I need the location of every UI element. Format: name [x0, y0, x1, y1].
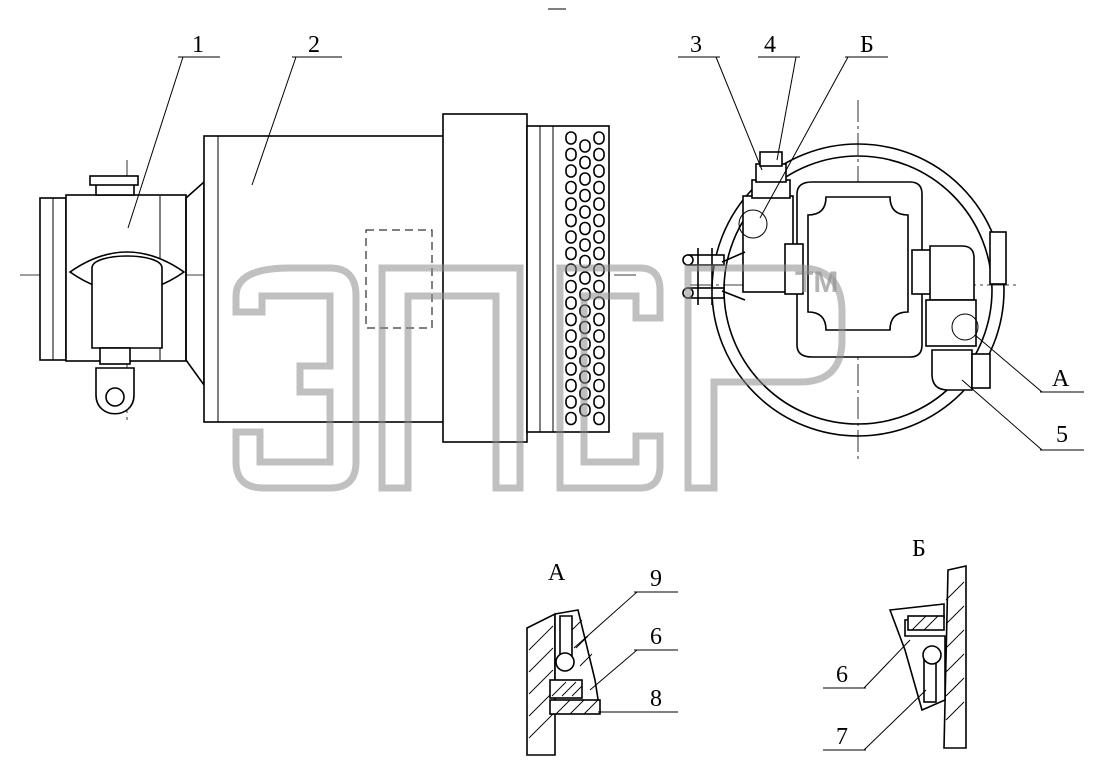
valve-housing [39, 175, 205, 415]
intake-slot [593, 164, 605, 178]
intake-slot [565, 230, 577, 244]
intake-slot [579, 139, 591, 153]
intake-slot [593, 180, 605, 195]
intake-slot [565, 395, 577, 409]
intake-slot [565, 246, 577, 261]
intake-slot [565, 279, 577, 294]
intake-slot [565, 131, 577, 145]
callout-6-b: 6 [836, 662, 848, 688]
intake-slot [565, 213, 577, 228]
intake-slot [593, 213, 605, 228]
callout-5: 5 [1056, 422, 1068, 448]
intake-slot [565, 180, 577, 195]
callout-9: 9 [650, 566, 662, 592]
callout-2: 2 [308, 32, 320, 58]
intake-slot [593, 378, 605, 393]
intake-slot [579, 172, 591, 186]
callout-1: 1 [192, 32, 204, 58]
callout-a: А [1052, 366, 1070, 392]
intake-slot [593, 246, 605, 261]
detail-a-title: А [548, 560, 566, 586]
intake-slot [565, 312, 577, 327]
callout-4: 4 [764, 32, 776, 58]
detail-b [888, 565, 967, 749]
intake-slot [593, 395, 605, 409]
intake-slot [579, 221, 591, 236]
end-view [682, 100, 1020, 460]
intake-slot [593, 230, 605, 244]
intake-slot [593, 362, 605, 376]
intake-slot [565, 362, 577, 376]
intake-slot [593, 147, 605, 162]
intake-slot [565, 147, 577, 162]
leader-lines [127, 56, 1084, 751]
intake-slot [565, 411, 577, 426]
callout-3: 3 [690, 32, 702, 58]
intake-slot [593, 411, 605, 426]
intake-slot [579, 155, 591, 170]
watermark-tm: TM [795, 266, 838, 299]
intake-slot [579, 271, 591, 285]
intake-slot [593, 312, 605, 327]
intake-slot [565, 164, 577, 178]
intake-slot [593, 279, 605, 294]
intake-slot [565, 345, 577, 360]
intake-slot [579, 238, 591, 252]
callout-b: Б [860, 32, 874, 58]
detail-b-title: Б [912, 536, 926, 562]
intake-slot [593, 329, 605, 343]
intake-slot [579, 188, 591, 203]
watermark: TM [232, 264, 846, 492]
callout-6-a: 6 [650, 624, 662, 650]
detail-a [526, 609, 601, 756]
intake-slot [593, 197, 605, 211]
intake-slot [565, 378, 577, 393]
intake-slot [593, 345, 605, 360]
callout-7: 7 [836, 724, 848, 750]
callout-8: 8 [650, 686, 662, 712]
intake-slot [565, 329, 577, 343]
intake-slot [593, 131, 605, 145]
intake-slot [579, 205, 591, 219]
intake-slot [565, 197, 577, 211]
intake-slot [565, 296, 577, 310]
callout-labels: 1 2 3 4 Б А 5 А 9 6 8 Б 6 7 [192, 32, 1070, 750]
